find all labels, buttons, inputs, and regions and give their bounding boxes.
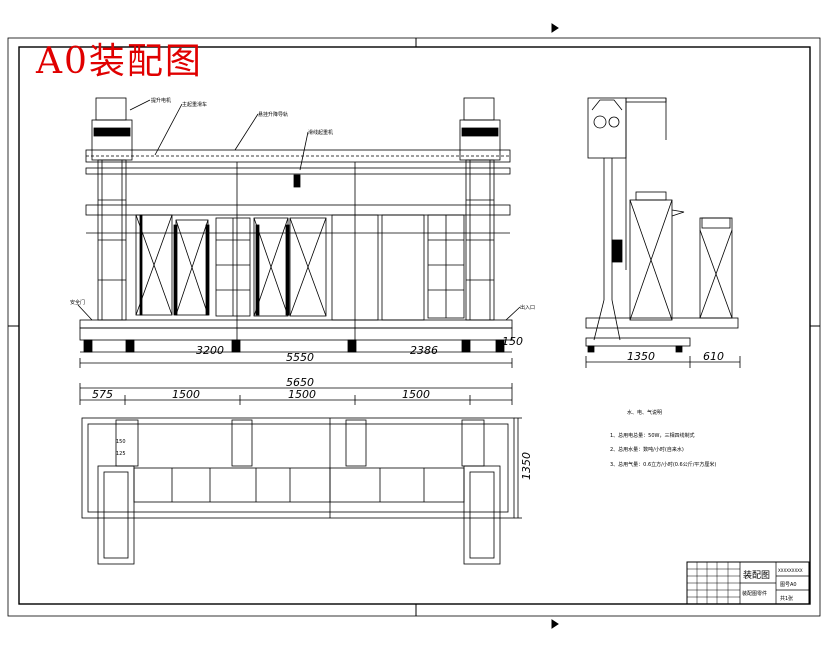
side-dim-b: 610: [703, 350, 724, 363]
plan-dim-total: 5650: [286, 376, 314, 389]
title-block-code: XXXXXXXXX: [778, 568, 803, 573]
front-view: [77, 97, 521, 368]
plan-dim-s2: 1500: [172, 388, 200, 401]
plan-dim-height: 1350: [520, 452, 533, 480]
plan-view: [79, 383, 522, 565]
title-block-scale: 图号A0: [780, 582, 797, 588]
sheet-frame: [7, 23, 821, 629]
notes-item-2: 2、总用水量：数吨/小时(自来水): [610, 446, 684, 453]
front-dim-end: 150: [502, 335, 523, 348]
front-side-label-left: 安全门: [70, 299, 85, 306]
title-block-material: 装配图零件: [742, 590, 767, 597]
side-dim-a: 1350: [627, 350, 655, 363]
front-label-4: 滑线起重机: [308, 129, 333, 136]
drawing-title: A0装配图: [35, 41, 203, 82]
plan-dim-small2: 125: [116, 451, 126, 457]
notes-title: 水、电、气说明: [627, 409, 662, 416]
plan-dim-s4: 1500: [402, 388, 430, 401]
title-block-sheet: 共1张: [780, 595, 793, 602]
front-label-1: 提升电机: [151, 97, 171, 104]
front-dim-total: 5550: [286, 351, 314, 364]
front-label-3: 悬挂升降导轨: [258, 111, 288, 118]
side-view: [585, 97, 741, 368]
title-block: [686, 561, 810, 605]
notes-item-1: 1、总用电总量：50W，三相四线制式: [610, 432, 695, 439]
front-dim-right: 2386: [410, 344, 438, 357]
front-label-2: 主起重滑车: [182, 101, 207, 108]
notes-item-3: 3、总用气量：0.6立方/小时(0.6公斤/平方厘米): [610, 461, 716, 468]
front-side-label-right: 出入口: [520, 304, 535, 311]
plan-dim-s1: 575: [92, 388, 113, 401]
plan-dim-s3: 1500: [288, 388, 316, 401]
front-dim-left: 3200: [196, 344, 224, 357]
plan-dim-small: 150: [116, 439, 126, 445]
title-block-drawing-name: 装配图: [743, 569, 770, 581]
